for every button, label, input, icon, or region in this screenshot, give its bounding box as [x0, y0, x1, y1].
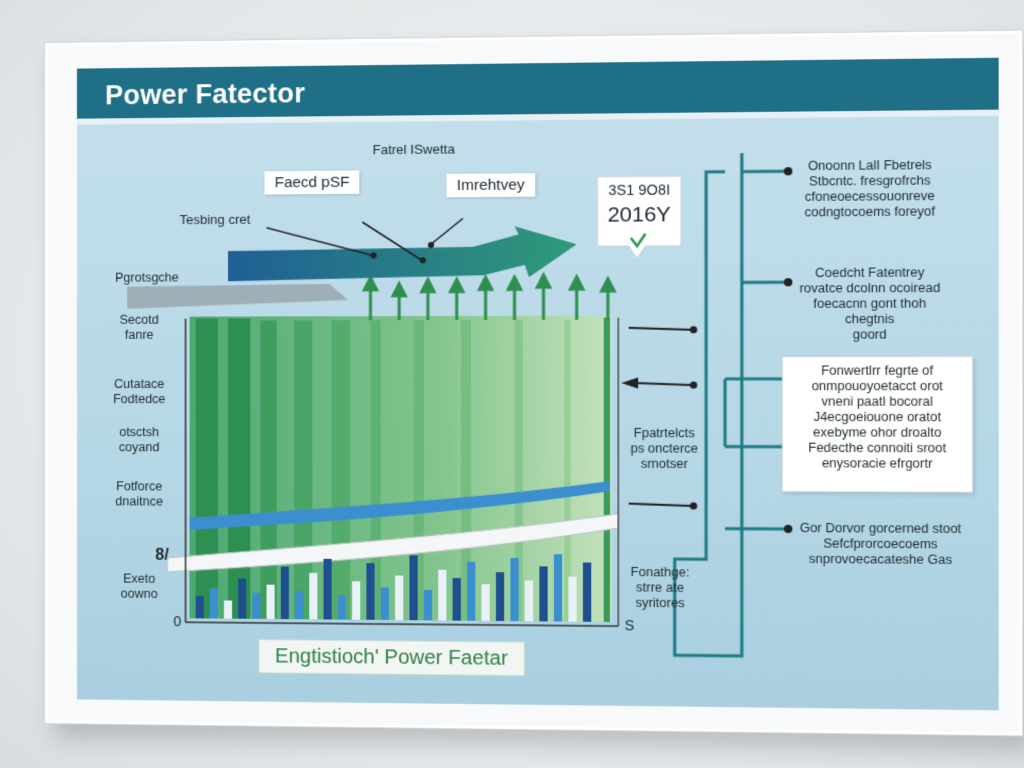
- tag-left: Faecd pSF: [264, 170, 360, 195]
- bar: [195, 318, 218, 619]
- small-bar: [238, 578, 247, 619]
- small-bar: [395, 575, 404, 621]
- small-bar: [467, 561, 476, 621]
- left-label-4: otsctsh coyand: [118, 425, 160, 455]
- left-label-3: Cutatace Fodtedce: [113, 376, 166, 407]
- small-bar: [209, 588, 218, 619]
- small-bar: [337, 595, 346, 620]
- mid-label-1: Fpatrtelcts ps oncterce srnotser: [630, 425, 699, 472]
- axis-mark-zero: 0: [173, 613, 182, 630]
- left-label-6: Exeto oowno: [120, 571, 158, 601]
- connector-arrows: [625, 327, 697, 508]
- left-label-2: Secotd fanre: [119, 312, 159, 342]
- trend-arrow: [228, 225, 577, 282]
- year-badge-shape: [597, 176, 680, 258]
- small-bar: [380, 587, 389, 621]
- axis-mark-top: 8/: [155, 546, 169, 564]
- small-bar: [510, 558, 519, 622]
- mid-label-2: Fonathge: strre ate syritores: [630, 564, 690, 611]
- small-bar: [539, 566, 548, 622]
- top-label: Fatrel ISwetta: [372, 141, 455, 158]
- small-bar: [481, 584, 490, 621]
- small-bar: [495, 572, 505, 622]
- bar: [228, 318, 251, 619]
- callout-text: Fonwertlrr fegrte of onmpouoyoetacct oro…: [808, 363, 947, 471]
- callout-box: Fonwertlrr fegrte of onmpouoyoetacct oro…: [781, 356, 973, 493]
- small-bar: [223, 600, 233, 619]
- small-bar: [452, 577, 461, 621]
- diagram-graphics: [127, 58, 793, 711]
- left-label-5: Fotforce dnaitnce: [115, 479, 163, 509]
- small-bar: [409, 555, 418, 621]
- small-bar: [568, 576, 577, 622]
- axis-mark-right: S: [624, 616, 635, 634]
- small-bar: [524, 580, 534, 622]
- right-note-1: Onoonn LalI Fbetrels Stbcntc. fresgrofrc…: [804, 157, 936, 220]
- bar: [260, 320, 277, 620]
- arrow-note: Tesbing cret: [179, 211, 251, 228]
- small-bar: [582, 562, 592, 622]
- small-bar: [266, 584, 275, 620]
- small-bar: [438, 569, 447, 621]
- small-bar: [195, 596, 204, 619]
- small-bar: [323, 558, 332, 620]
- right-note-3: Gor Dorvor gorcerned stoot Sefcfprorcoec…: [799, 520, 962, 568]
- right-note-2: Coedcht Fatentrey rovatce dcolnn ocoirea…: [799, 265, 941, 342]
- badge-line2: 2016Y: [607, 202, 671, 227]
- small-bar: [280, 566, 289, 620]
- left-label-1: Pgrotsgche: [115, 270, 179, 285]
- bar: [460, 320, 472, 621]
- badge-line1: 3S1 9O8I: [608, 181, 671, 199]
- pointer-line: [430, 218, 463, 245]
- up-arrows: [364, 275, 614, 321]
- small-bar: [309, 572, 318, 620]
- small-bar: [553, 554, 563, 622]
- small-bar: [366, 563, 375, 620]
- tag-right: Imrehtvey: [446, 173, 536, 198]
- gray-band: [127, 283, 349, 309]
- small-bar: [352, 581, 361, 620]
- small-bar: [252, 592, 261, 619]
- bar: [331, 320, 351, 620]
- small-bars: [195, 554, 592, 622]
- poster-frame: Power Fatector: [44, 29, 1024, 737]
- small-bar: [423, 589, 433, 621]
- bar: [564, 319, 571, 622]
- bar: [413, 320, 424, 621]
- bottom-label: Engtistioch' Power Faetar: [258, 639, 525, 677]
- poster-panel: Power Fatector: [76, 57, 999, 711]
- bar: [293, 320, 313, 620]
- x-axis-line: [186, 622, 619, 626]
- small-bar: [294, 590, 304, 620]
